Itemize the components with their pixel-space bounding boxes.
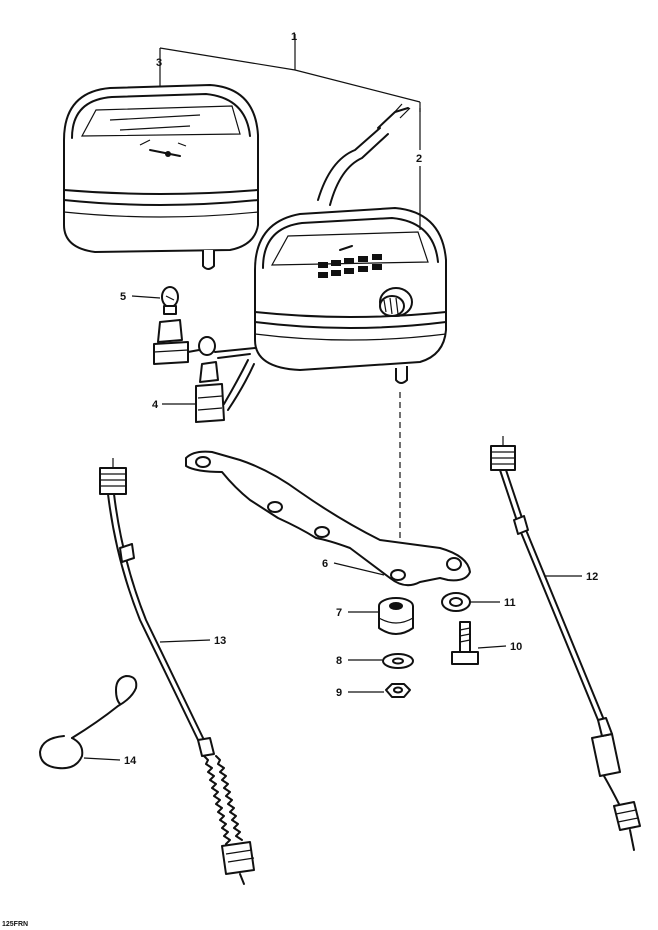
- speedometer-cable: [99, 458, 255, 885]
- callout-14: 14: [124, 755, 137, 767]
- speedometer-housing: [63, 84, 259, 270]
- callout-11: 11: [504, 597, 516, 609]
- tachometer-housing: [254, 103, 447, 384]
- callout-4: 4: [152, 399, 159, 411]
- callout-6: 6: [322, 558, 328, 570]
- diagram-code: 125FRN: [2, 921, 28, 928]
- callout-13: 13: [214, 635, 226, 647]
- callout-8: 8: [336, 655, 342, 667]
- callout-10: 10: [510, 641, 522, 653]
- callout-5: 5: [120, 291, 126, 303]
- bulb-socket-assembly: [153, 319, 256, 423]
- meter-mounting-bracket: [185, 450, 471, 587]
- tachometer-cable: [490, 436, 641, 851]
- callout-3: 3: [156, 57, 162, 69]
- callout-12: 12: [586, 571, 598, 583]
- wire-clip: [39, 675, 138, 770]
- bolt: [451, 621, 479, 665]
- callout-2: 2: [416, 153, 422, 165]
- washer-11: [441, 592, 471, 612]
- callout-9: 9: [336, 687, 342, 699]
- callout-7: 7: [336, 607, 342, 619]
- trip-reset-knob: [379, 287, 413, 317]
- callout-numbers: 1 2 3 4 5 6 7 8 9 10 11 12 13 14 125FRN: [2, 31, 598, 928]
- indicator-bulb: [161, 286, 179, 315]
- assembly-bracket-1: [159, 34, 421, 112]
- washer: [382, 653, 414, 669]
- rubber-cushion: [378, 597, 414, 635]
- callout-1: 1: [291, 31, 297, 43]
- nut: [385, 683, 411, 698]
- callout-leaders: [83, 62, 582, 761]
